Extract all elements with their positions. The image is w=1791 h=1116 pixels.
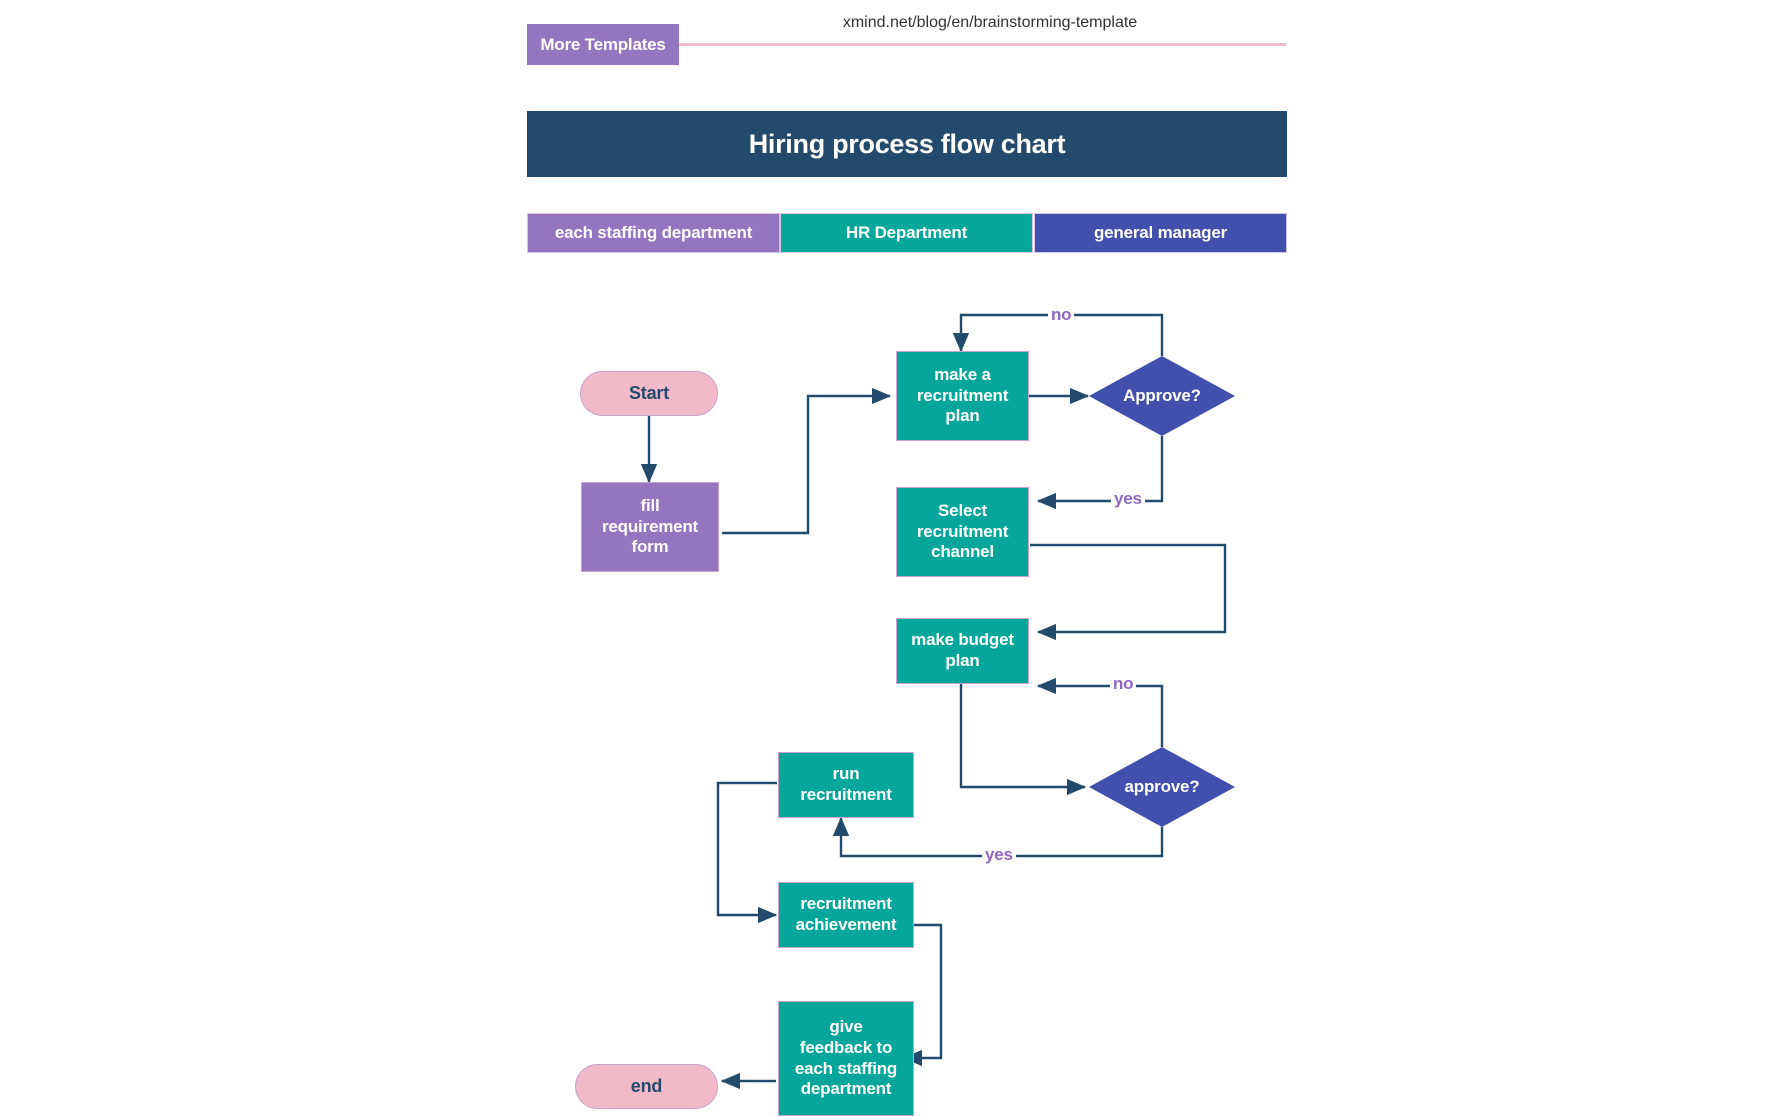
node-line: each staffing [794,1058,898,1078]
source-url-label: xmind.net/blog/en/brainstorming-template [842,14,1138,31]
edge-label-no-lower: no [1110,674,1137,694]
edge-label-no-top: no [1048,305,1075,325]
node-line: give [829,1017,863,1037]
node-end[interactable]: end [575,1064,718,1109]
node-line: recruitment [916,385,1009,405]
node-line: Select [938,500,987,520]
node-fill-requirement-form[interactable]: fill requirement form [581,482,719,572]
node-start[interactable]: Start [580,371,718,416]
node-line: recruitment [916,521,1009,541]
node-select-recruitment-channel[interactable]: Select recruitment channel [896,487,1029,577]
pink-divider-line [679,43,1286,46]
node-line: make a [934,364,991,384]
node-make-budget-plan[interactable]: make budget plan [896,618,1029,684]
edge-label-yes-lower: yes [982,845,1016,865]
page-title: Hiring process flow chart [527,111,1287,177]
node-line: run [832,764,860,784]
node-line: plan [945,406,980,426]
node-run-recruitment[interactable]: run recruitment [778,752,914,818]
node-label: Approve? [1123,385,1201,405]
node-line: feedback to [799,1037,893,1057]
node-line: fill [640,495,660,515]
node-line: requirement [601,516,699,536]
edge-label-yes-upper: yes [1111,489,1145,509]
node-approve-decision-2[interactable]: approve? [1089,747,1235,827]
node-make-recruitment-plan[interactable]: make a recruitment plan [896,351,1029,441]
more-templates-button[interactable]: More Templates [527,24,679,65]
lane-header-general-manager: general manager [1034,213,1287,253]
node-line: achievement [795,915,897,934]
node-line: channel [931,542,994,562]
node-line: department [800,1079,892,1099]
node-line: recruitment [800,894,892,914]
lane-header-hr-department: HR Department [780,213,1033,253]
node-line: make budget [911,630,1014,650]
node-give-feedback[interactable]: give feedback to each staffing departmen… [778,1001,914,1116]
node-line: form [631,537,669,557]
node-label: approve? [1124,776,1200,796]
node-line: plan [945,651,980,670]
node-recruitment-achievement[interactable]: recruitment achievement [778,882,914,948]
node-approve-decision-1[interactable]: Approve? [1089,356,1235,436]
lane-header-staffing-department: each staffing department [527,213,780,253]
node-line: recruitment [800,785,892,804]
